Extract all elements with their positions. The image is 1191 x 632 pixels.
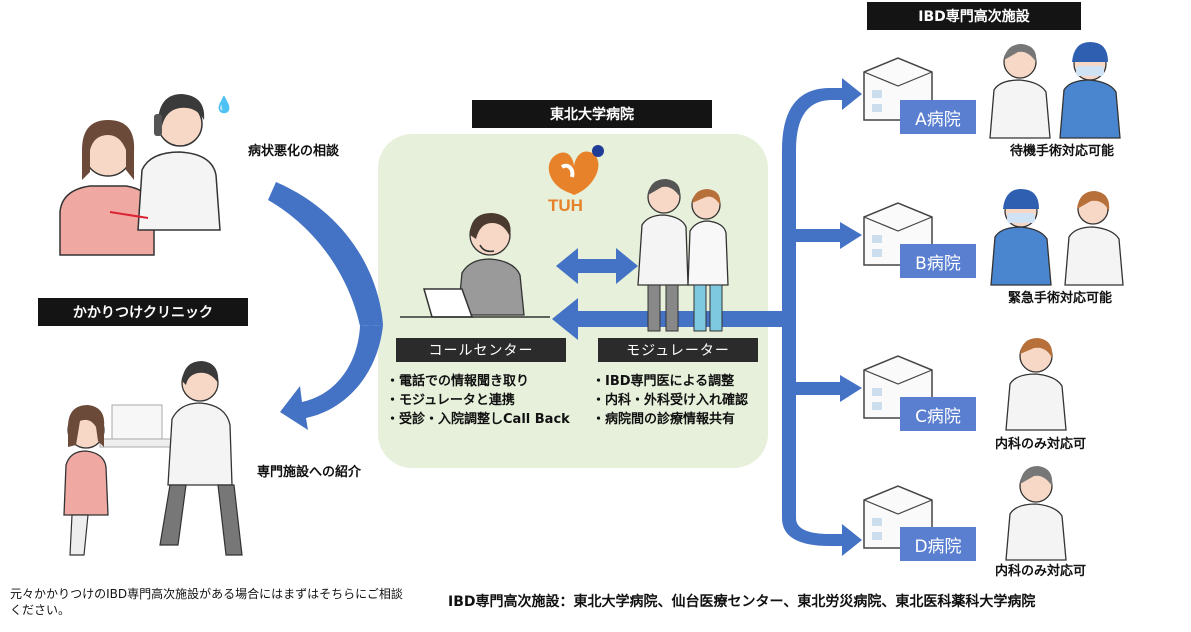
curved-arrow-referral — [280, 325, 383, 430]
modulator-list: IBD専門医による調整 内科・外科受け入れ確認 病院間の診療情報共有 — [592, 372, 748, 429]
call-center-title: コールセンター — [396, 338, 566, 362]
list-item: モジュレータと連携 — [386, 391, 570, 410]
modulator-title: モジュレーター — [598, 338, 758, 362]
hospital-d-caption: 内科のみ対応可 — [995, 564, 1087, 579]
footer-note: 元々かかりつけのIBD専門高次施設がある場合にはまずはそちらにご相談ください。 — [10, 587, 403, 617]
operator-illustration — [400, 213, 550, 318]
hospital-b-caption: 緊急手術対応可能 — [1008, 291, 1113, 306]
call-center-list: 電話での情報聞き取り モジュレータと連携 受診・入院調整しCall Back — [386, 372, 570, 429]
curved-arrow-consult — [268, 182, 383, 326]
ibd-centers-title: IBD専門高次施設 — [867, 2, 1081, 30]
tuh-logo — [548, 145, 604, 195]
clinic-title: かかりつけクリニック — [38, 298, 248, 326]
svg-text:💧: 💧 — [214, 95, 234, 114]
list-item: 内科・外科受け入れ確認 — [592, 391, 748, 410]
patient-phone-illustration: 💧 — [59, 94, 234, 256]
modulator-illustration — [637, 179, 729, 332]
list-item: 電話での情報聞き取り — [386, 372, 570, 391]
hospital-a-staff — [989, 42, 1121, 139]
hospital-b-staff — [990, 189, 1124, 286]
list-item: IBD専門医による調整 — [592, 372, 748, 391]
clinic-illustration — [63, 361, 243, 556]
footer-centers: IBD専門高次施設：東北大学病院、仙台医療センター、東北労災病院、東北医科薬科大… — [448, 594, 1036, 610]
list-item: 病院間の診療情報共有 — [592, 410, 748, 429]
hospital-b-tag: B病院 — [900, 244, 976, 278]
hospital-a-caption: 待機手術対応可能 — [1010, 144, 1115, 159]
consult-label: 病状悪化の相談 — [248, 144, 340, 159]
branch-arrows — [770, 78, 862, 556]
hospital-c-staff — [1005, 338, 1067, 431]
double-arrow — [556, 248, 638, 284]
list-item: 受診・入院調整しCall Back — [386, 410, 570, 429]
hospital-c-caption: 内科のみ対応可 — [995, 437, 1087, 452]
tohoku-hospital-title: 東北大学病院 — [472, 100, 712, 128]
hospital-a-tag: A病院 — [900, 100, 976, 134]
referral-label: 専門施設への紹介 — [257, 465, 362, 480]
hospital-d-staff — [1005, 466, 1067, 561]
hospital-c-tag: C病院 — [900, 397, 976, 431]
return-arrow — [552, 298, 792, 340]
tuh-logo-text: TUH — [548, 196, 583, 215]
hospital-d-tag: D病院 — [900, 527, 976, 561]
